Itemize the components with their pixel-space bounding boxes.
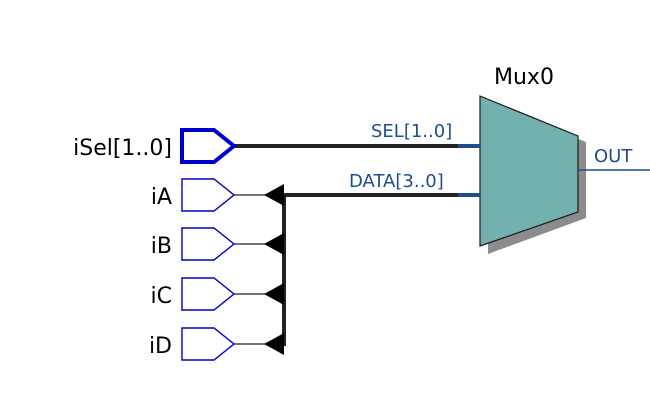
mux-title: Mux0 xyxy=(494,65,554,90)
id-bus-tap-arrow xyxy=(264,333,284,355)
id-input-pin[interactable] xyxy=(181,327,236,361)
mux-sel-port-label: SEL[1..0] xyxy=(371,121,452,142)
mux-out-port-label: OUT xyxy=(594,146,633,167)
ib-bus-tap-arrow xyxy=(264,233,284,255)
ib-input-pin[interactable] xyxy=(181,227,236,261)
ic-label: iC xyxy=(151,284,172,309)
ia-label: iA xyxy=(151,185,172,210)
ia-input-pin[interactable] xyxy=(181,178,236,212)
ic-input-pin[interactable] xyxy=(181,277,236,311)
ic-bus-tap-arrow xyxy=(264,283,284,305)
ia-bus-tap-arrow xyxy=(264,184,284,206)
isel-label: iSel[1..0] xyxy=(73,136,172,161)
mux-data-port-label: DATA[3..0] xyxy=(349,171,444,192)
ib-label: iB xyxy=(151,234,172,259)
isel-input-pin[interactable] xyxy=(180,128,238,164)
id-label: iD xyxy=(149,334,172,359)
